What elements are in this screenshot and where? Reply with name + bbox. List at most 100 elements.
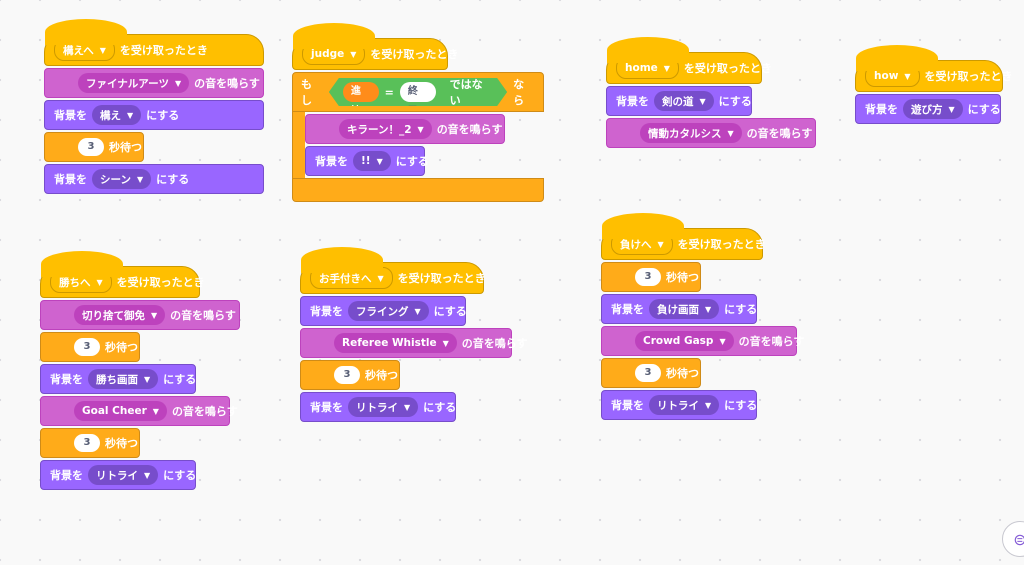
switch-backdrop-block[interactable]: 背景を 構え▼ にする	[44, 100, 264, 130]
wait-block[interactable]: 3 秒待つ	[44, 132, 144, 162]
dropdown-caret-icon: ▼	[151, 310, 158, 320]
wait-block[interactable]: 3 秒待つ	[40, 332, 140, 362]
switch-backdrop-block[interactable]: 背景を リトライ▼ にする	[601, 390, 757, 420]
when-receive-hat[interactable]: home▼ を受け取ったとき	[606, 37, 772, 84]
when-receive-hat[interactable]: 勝ちへ▼ を受け取ったとき	[40, 251, 205, 298]
if-condition-row: もし 進捗 = 終了 ではない なら	[292, 72, 544, 112]
when-receive-hat[interactable]: 負けへ▼ を受け取ったとき	[601, 213, 766, 260]
message-dropdown[interactable]: 勝ちへ▼	[50, 271, 112, 293]
message-dropdown[interactable]: how▼	[865, 65, 920, 87]
sound-dropdown[interactable]: Goal Cheer▼	[74, 401, 167, 421]
dropdown-caret-icon: ▼	[377, 273, 384, 283]
dropdown-caret-icon: ▼	[152, 406, 159, 416]
dropdown-caret-icon: ▼	[904, 71, 911, 81]
script-foul: お手付きへ▼ を受け取ったとき 背景を フライング▼ にする Referee W…	[300, 246, 528, 422]
backdrop-dropdown[interactable]: 負け画面▼	[649, 299, 720, 319]
dropdown-caret-icon: ▼	[719, 336, 726, 346]
backdrop-dropdown[interactable]: 剣の道▼	[654, 91, 714, 111]
dropdown-caret-icon: ▼	[127, 110, 134, 120]
when-receive-hat[interactable]: お手付きへ▼ を受け取ったとき	[300, 247, 486, 294]
script-home: home▼ を受け取ったとき 背景を 剣の道▼ にする 情動カタルシス▼ の音を…	[606, 36, 816, 148]
dropdown-caret-icon: ▼	[99, 45, 106, 55]
backdrop-dropdown[interactable]: 遊び方▼	[903, 99, 963, 119]
switch-backdrop-block[interactable]: 背景を 遊び方▼ にする	[855, 94, 1001, 124]
wait-block[interactable]: 3 秒待つ	[300, 360, 400, 390]
dropdown-caret-icon: ▼	[948, 104, 955, 114]
play-sound-block[interactable]: 情動カタルシス▼ の音を鳴らす	[606, 118, 816, 148]
play-sound-block[interactable]: Crowd Gasp▼ の音を鳴らす	[601, 326, 804, 356]
dropdown-caret-icon: ▼	[144, 470, 151, 480]
dropdown-caret-icon: ▼	[727, 128, 734, 138]
switch-backdrop-block[interactable]: 背景を 剣の道▼ にする	[606, 86, 752, 116]
dropdown-caret-icon: ▼	[174, 78, 182, 88]
not-equals-operator[interactable]: 進捗 = 終了 ではない	[329, 78, 507, 106]
dropdown-caret-icon: ▼	[663, 63, 670, 73]
switch-backdrop-block[interactable]: 背景を 勝ち画面▼ にする	[40, 364, 196, 394]
wait-seconds-input[interactable]: 3	[635, 364, 661, 382]
sound-dropdown[interactable]: Crowd Gasp▼	[635, 331, 734, 351]
backdrop-dropdown[interactable]: リトライ▼	[88, 465, 159, 485]
variable-reporter[interactable]: 進捗	[343, 82, 379, 102]
when-receive-hat[interactable]: 構えへ▼ を受け取ったとき	[44, 19, 264, 66]
dropdown-caret-icon: ▼	[144, 374, 151, 384]
backdrop-dropdown[interactable]: 構え▼	[92, 105, 142, 125]
backdrop-dropdown[interactable]: シーン▼	[92, 169, 152, 189]
backdrop-dropdown[interactable]: 勝ち画面▼	[88, 369, 159, 389]
message-dropdown[interactable]: 構えへ▼	[54, 39, 115, 61]
dropdown-caret-icon: ▼	[376, 156, 383, 166]
wait-seconds-input[interactable]: 3	[78, 138, 104, 156]
play-sound-block[interactable]: キラーン！_2▼ の音を鳴らす	[305, 114, 505, 144]
zoom-reset-icon[interactable]: ⊜	[1002, 521, 1024, 557]
switch-backdrop-block[interactable]: 背景を リトライ▼ にする	[40, 460, 196, 490]
script-win: 勝ちへ▼ を受け取ったとき 切り捨て御免▼ の音を鳴らす 3 秒待つ 背景を 勝…	[40, 250, 240, 490]
wait-block[interactable]: 3 秒待つ	[40, 428, 140, 458]
message-dropdown[interactable]: 負けへ▼	[611, 233, 673, 255]
backdrop-dropdown[interactable]: !!▼	[353, 151, 391, 171]
dropdown-caret-icon: ▼	[414, 306, 421, 316]
wait-seconds-input[interactable]: 3	[74, 338, 100, 356]
dropdown-caret-icon: ▼	[705, 304, 712, 314]
wait-block[interactable]: 3 秒待つ	[601, 262, 701, 292]
script-judge: judge▼ を受け取ったとき もし 進捗 = 終了 ではない なら キラーン！…	[292, 22, 544, 202]
dropdown-caret-icon: ▼	[657, 239, 664, 249]
dropdown-caret-icon: ▼	[705, 400, 712, 410]
backdrop-dropdown[interactable]: リトライ▼	[348, 397, 419, 417]
when-receive-hat[interactable]: how▼ を受け取ったとき	[855, 45, 1013, 92]
compare-value-input[interactable]: 終了	[400, 82, 436, 102]
switch-backdrop-block[interactable]: 背景を フライング▼ にする	[300, 296, 467, 326]
sound-dropdown[interactable]: ファイナルアーツ▼	[78, 73, 190, 93]
if-block-bottom	[292, 178, 544, 202]
message-dropdown[interactable]: home▼	[616, 57, 679, 79]
dropdown-caret-icon: ▼	[96, 277, 103, 287]
wait-seconds-input[interactable]: 3	[334, 366, 360, 384]
sound-dropdown[interactable]: 情動カタルシス▼	[640, 123, 742, 143]
wait-seconds-input[interactable]: 3	[74, 434, 100, 452]
backdrop-dropdown[interactable]: リトライ▼	[649, 395, 720, 415]
play-sound-block[interactable]: Referee Whistle▼ の音を鳴らす	[300, 328, 528, 358]
script-lose: 負けへ▼ を受け取ったとき 3 秒待つ 背景を 負け画面▼ にする Crowd …	[601, 212, 804, 420]
wait-seconds-input[interactable]: 3	[635, 268, 661, 286]
dropdown-caret-icon: ▼	[699, 96, 706, 106]
script-how: how▼ を受け取ったとき 背景を 遊び方▼ にする	[855, 44, 1013, 124]
if-body: キラーン！_2▼ の音を鳴らす 背景を !!▼ にする	[292, 112, 544, 178]
switch-backdrop-block[interactable]: 背景を リトライ▼ にする	[300, 392, 456, 422]
when-receive-hat[interactable]: judge▼ を受け取ったとき	[292, 23, 458, 70]
dropdown-caret-icon: ▼	[442, 338, 449, 348]
sound-dropdown[interactable]: Referee Whistle▼	[334, 333, 457, 353]
switch-backdrop-block[interactable]: 背景を シーン▼ にする	[44, 164, 264, 194]
wait-block[interactable]: 3 秒待つ	[601, 358, 701, 388]
dropdown-caret-icon: ▼	[404, 402, 411, 412]
dropdown-caret-icon: ▼	[350, 49, 357, 59]
switch-backdrop-block[interactable]: 背景を !!▼ にする	[305, 146, 429, 176]
message-dropdown[interactable]: お手付きへ▼	[310, 267, 393, 289]
play-sound-block[interactable]: ファイナルアーツ▼ の音を鳴らす	[44, 68, 264, 98]
message-dropdown[interactable]: judge▼	[302, 43, 366, 65]
if-block[interactable]: もし 進捗 = 終了 ではない なら キラーン！_2▼ の音を鳴らす 背景を !…	[292, 72, 544, 202]
backdrop-dropdown[interactable]: フライング▼	[348, 301, 429, 321]
script-kamae: 構えへ▼ を受け取ったとき ファイナルアーツ▼ の音を鳴らす 背景を 構え▼ に…	[44, 18, 264, 194]
play-sound-block[interactable]: Goal Cheer▼ の音を鳴らす	[40, 396, 238, 426]
sound-dropdown[interactable]: 切り捨て御免▼	[74, 305, 166, 325]
switch-backdrop-block[interactable]: 背景を 負け画面▼ にする	[601, 294, 757, 324]
sound-dropdown[interactable]: キラーン！_2▼	[339, 119, 432, 139]
play-sound-block[interactable]: 切り捨て御免▼ の音を鳴らす	[40, 300, 240, 330]
